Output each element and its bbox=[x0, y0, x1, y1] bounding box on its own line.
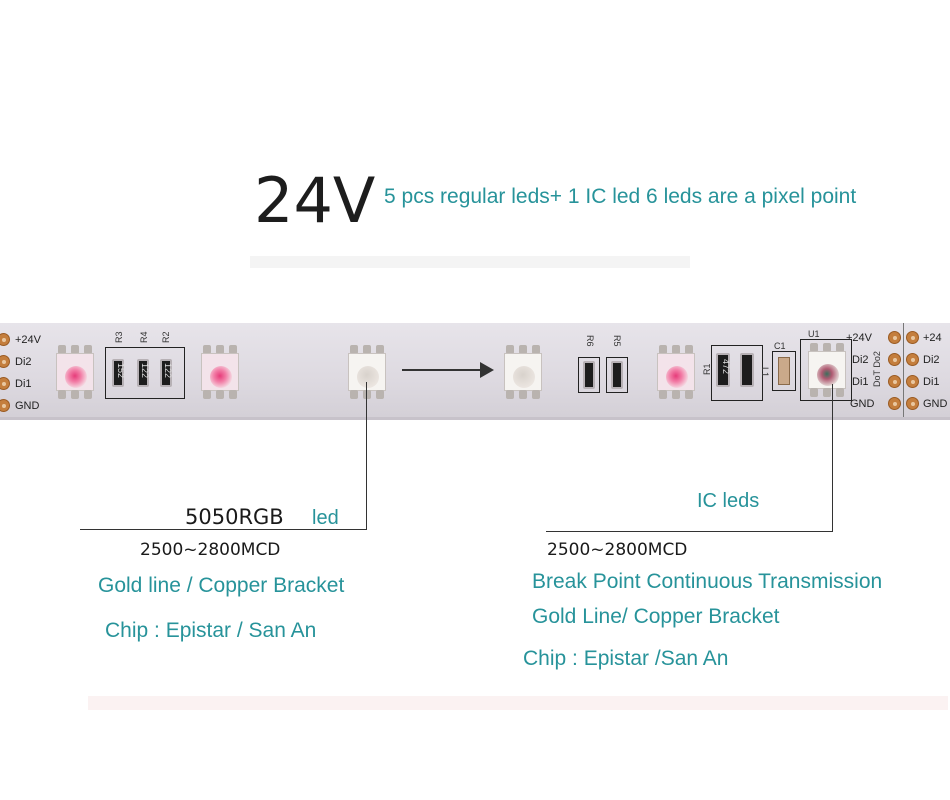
copper-pad bbox=[888, 331, 901, 344]
copper-pad bbox=[888, 375, 901, 388]
led-chip-spec: Chip : Epistar / San An bbox=[105, 619, 317, 642]
copper-pad bbox=[0, 355, 10, 368]
capacitor-outline bbox=[772, 351, 796, 391]
ic-outline bbox=[800, 339, 852, 401]
bus-label-di1: Di1 bbox=[15, 378, 32, 390]
copper-pad bbox=[888, 353, 901, 366]
rgb-led bbox=[653, 345, 699, 399]
pixel-description: 5 pcs regular leds+ 1 IC led 6 leds are … bbox=[384, 185, 857, 208]
bus-label-di2: Di2 bbox=[15, 356, 32, 368]
capacitor bbox=[778, 357, 790, 385]
bus-label-gnd: GND bbox=[15, 400, 40, 412]
ic-bracket-spec: Gold Line/ Copper Bracket bbox=[532, 605, 780, 628]
resistor-value: 152 bbox=[116, 363, 126, 379]
faint-background-band bbox=[250, 256, 690, 268]
bus-label-di2: Di2 bbox=[852, 354, 869, 366]
bus-label-24: +24 bbox=[923, 332, 942, 344]
silk-l1: L1 bbox=[760, 367, 770, 378]
silk-r6: R6 bbox=[585, 335, 595, 347]
resistor bbox=[611, 361, 623, 389]
led-brightness: 2500~2800MCD bbox=[140, 540, 281, 560]
ic-rgb-led bbox=[804, 343, 850, 397]
ic-callout-baseline bbox=[546, 531, 833, 532]
bus-label-di1: Di1 bbox=[852, 376, 869, 388]
ic-chip-spec: Chip : Epistar /San An bbox=[523, 647, 729, 670]
led-strip-board: +24V Di2 Di1 GND R3 R4 R2 152 122 122 R6… bbox=[0, 323, 950, 420]
cut-line bbox=[903, 323, 904, 420]
resistor-outline bbox=[105, 347, 185, 399]
arrow-head-icon bbox=[480, 362, 494, 378]
ic-callout-line bbox=[832, 384, 833, 532]
voltage-title: 24V bbox=[254, 164, 376, 237]
bus-label-gnd: GND bbox=[923, 398, 948, 410]
bus-label-24v: +24V bbox=[846, 332, 872, 344]
rgb-led bbox=[52, 345, 98, 399]
bus-label-24v: +24V bbox=[15, 334, 41, 346]
copper-pad bbox=[0, 333, 10, 346]
faint-background-band bbox=[88, 696, 948, 710]
silk-r2: R2 bbox=[161, 331, 171, 343]
copper-pad bbox=[906, 375, 919, 388]
ic-brightness: 2500~2800MCD bbox=[547, 540, 688, 560]
ic-feature: Break Point Continuous Transmission bbox=[532, 570, 883, 593]
resistor bbox=[583, 361, 595, 389]
led-callout-baseline bbox=[80, 529, 367, 530]
silk-u1: U1 bbox=[808, 329, 820, 339]
copper-pad bbox=[906, 397, 919, 410]
copper-pad bbox=[906, 331, 919, 344]
led-callout-line bbox=[366, 382, 367, 530]
component-outline bbox=[711, 345, 763, 401]
resistor bbox=[716, 353, 730, 387]
led-suffix-label: led bbox=[312, 507, 339, 529]
silk-r4: R4 bbox=[139, 331, 149, 343]
ic-led-label: IC leds bbox=[697, 490, 760, 512]
bus-label-di2: Di2 bbox=[923, 354, 940, 366]
resistor-value: 122 bbox=[140, 363, 150, 379]
rgb-led bbox=[197, 345, 243, 399]
led-model-label: 5050RGB bbox=[185, 505, 284, 529]
signal-direction-arrow bbox=[402, 369, 488, 371]
led-bracket-spec: Gold line / Copper Bracket bbox=[98, 574, 345, 597]
bus-label-di1: Di1 bbox=[923, 376, 940, 388]
rgb-led-5050 bbox=[344, 345, 390, 399]
rgb-led bbox=[500, 345, 546, 399]
resistor-outline bbox=[606, 357, 628, 393]
resistor bbox=[112, 359, 124, 387]
inductor bbox=[740, 353, 754, 387]
silk-r5: R5 bbox=[612, 335, 622, 347]
silk-c1: C1 bbox=[774, 341, 786, 351]
resistor-value: 472 bbox=[721, 359, 731, 375]
silk-r3: R3 bbox=[114, 331, 124, 343]
copper-pad bbox=[888, 397, 901, 410]
resistor-value: 122 bbox=[163, 363, 173, 379]
copper-pad bbox=[906, 353, 919, 366]
copper-pad bbox=[0, 399, 10, 412]
copper-pad bbox=[0, 377, 10, 390]
silk-dodo: DoT Do2 bbox=[872, 351, 882, 387]
resistor bbox=[137, 359, 149, 387]
resistor-outline bbox=[578, 357, 600, 393]
resistor bbox=[160, 359, 172, 387]
bus-label-gnd: GND bbox=[850, 398, 875, 410]
